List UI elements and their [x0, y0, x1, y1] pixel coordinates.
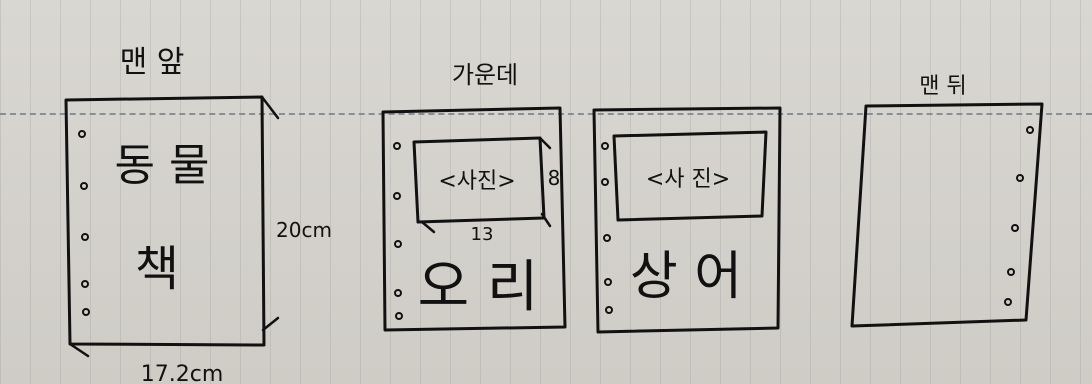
photo-frame-corner-mark — [540, 212, 552, 228]
photo-frame-corner-mark — [538, 136, 552, 150]
photo-label: <사 진> — [646, 167, 730, 192]
binder-hole — [604, 278, 612, 286]
binder-hole — [82, 308, 90, 316]
binder-hole — [1016, 174, 1024, 182]
front-title-line2: 책 — [135, 241, 179, 297]
binder-hole — [1011, 224, 1019, 232]
back-page-sketch — [850, 102, 1044, 328]
binder-hole — [1004, 298, 1012, 306]
binder-hole — [1007, 268, 1015, 276]
binder-hole — [395, 312, 403, 320]
binder-hole — [1026, 126, 1034, 134]
middle-page-left-sketch: <사진> 8 13 오 리 — [381, 106, 567, 332]
binder-hole — [80, 182, 88, 190]
photo-frame — [612, 130, 768, 222]
middle-page-right-sketch: <사 진> 상 어 — [592, 106, 782, 334]
binder-hole — [601, 142, 609, 150]
binder-hole — [81, 233, 89, 241]
dashed-guide-line — [0, 113, 1092, 115]
front-page-corner-mark — [260, 95, 280, 120]
middle-left-caption: 오 리 — [418, 255, 539, 320]
binder-hole — [605, 306, 613, 314]
binder-hole — [603, 234, 611, 242]
front-width-dimension: 17.2cm — [141, 362, 224, 384]
binder-hole — [601, 178, 609, 186]
label-front: 맨 앞 — [120, 45, 185, 80]
front-height-dimension: 20cm — [276, 218, 332, 242]
binder-hole — [393, 142, 401, 150]
binder-hole — [394, 289, 402, 297]
binder-hole — [78, 130, 86, 138]
back-page-outline — [850, 102, 1044, 328]
photo-width-dimension: 13 — [471, 224, 494, 245]
middle-left-page-outline — [381, 106, 567, 332]
front-title-line1: 동 물 — [115, 140, 210, 191]
binder-hole — [393, 192, 401, 200]
label-back: 맨 뒤 — [919, 74, 966, 99]
photo-label: <사진> — [438, 169, 515, 194]
front-page-corner-mark — [68, 342, 90, 358]
front-page-corner-mark — [261, 316, 280, 332]
photo-frame-corner-mark — [420, 220, 436, 234]
label-middle: 가운데 — [452, 61, 518, 89]
middle-right-caption: 상 어 — [630, 247, 742, 307]
binder-hole — [394, 240, 402, 248]
front-page-sketch: 동 물 책 20cm 17.2cm — [64, 95, 332, 384]
photo-height-dimension: 8 — [548, 166, 561, 190]
front-page-outline — [64, 95, 266, 347]
middle-right-page-outline — [592, 106, 782, 334]
binder-hole — [81, 280, 89, 288]
